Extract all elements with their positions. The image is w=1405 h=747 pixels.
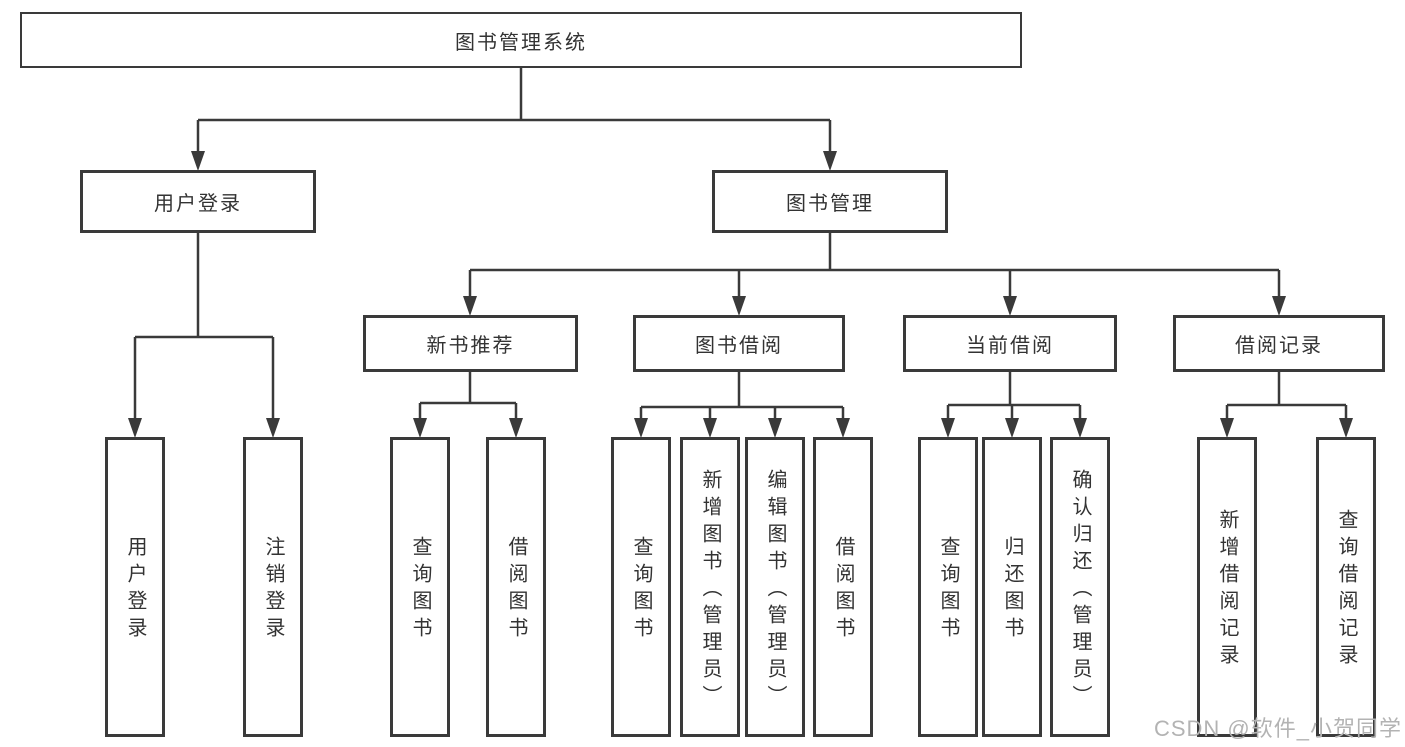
connector-bookmgmt-to-level3 — [468, 233, 1281, 297]
leaf-borrow-books-recommend: 借阅图书 — [486, 437, 546, 737]
node-book-borrowing: 图书借阅 — [633, 315, 845, 372]
connector-userlogin-to-leaves — [133, 233, 275, 419]
node-new-book-recommendation: 新书推荐 — [363, 315, 578, 372]
connector-borrowing-to-leaves — [639, 372, 845, 419]
connector-recommend-to-leaves — [418, 372, 518, 419]
leaf-confirm-return-admin: 确认归还（管理员） — [1050, 437, 1110, 737]
node-library-management-system: 图书管理系统 — [20, 12, 1022, 68]
leaf-user-login: 用户登录 — [105, 437, 165, 737]
connector-current-to-leaves — [946, 372, 1082, 419]
node-current-borrowing: 当前借阅 — [903, 315, 1117, 372]
leaf-query-books-borrowing: 查询图书 — [611, 437, 671, 737]
node-user-login: 用户登录 — [80, 170, 316, 233]
leaf-query-books-current: 查询图书 — [918, 437, 978, 737]
node-borrowing-records: 借阅记录 — [1173, 315, 1385, 372]
watermark: CSDN @软件_小贺同学 — [1153, 716, 1402, 741]
connector-records-to-leaves — [1225, 372, 1348, 419]
arrowheads — [128, 151, 1353, 438]
leaf-add-borrow-record: 新增借阅记录 — [1197, 437, 1257, 737]
leaf-query-books-recommend: 查询图书 — [390, 437, 450, 737]
leaf-logout-login: 注销登录 — [243, 437, 303, 737]
leaf-query-borrow-record: 查询借阅记录 — [1316, 437, 1376, 737]
leaf-return-books: 归还图书 — [982, 437, 1042, 737]
leaf-edit-books-admin: 编辑图书（管理员） — [745, 437, 805, 737]
leaf-add-books-admin: 新增图书（管理员） — [680, 437, 740, 737]
leaf-borrow-books-borrowing: 借阅图书 — [813, 437, 873, 737]
connector-root-to-level2 — [196, 67, 832, 152]
node-book-management: 图书管理 — [712, 170, 948, 233]
